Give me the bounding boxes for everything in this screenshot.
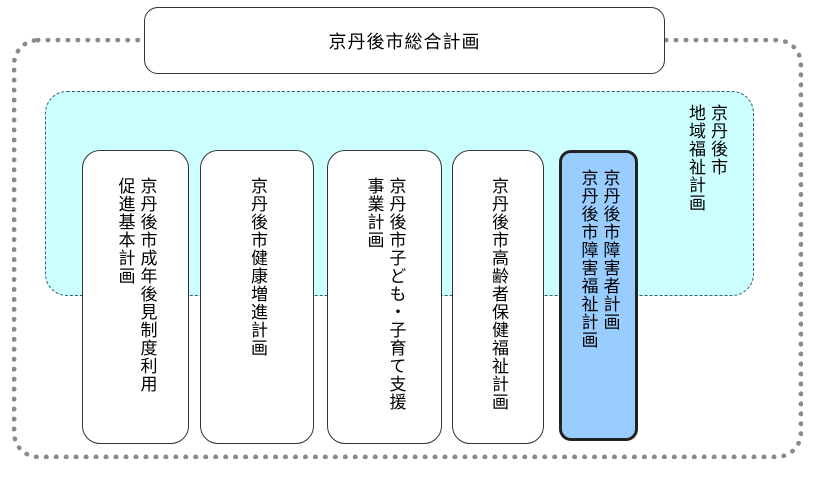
plan-label-elderly-welfare: 京丹後市高齢者保健福祉計画: [488, 177, 508, 411]
regional-welfare-plan-title: 京丹後市 地域福祉計画: [684, 104, 734, 274]
plan-label-health-promotion: 京丹後市健康増進計画: [247, 177, 267, 357]
plan-box-disability: 京丹後市障害者計画 京丹後市障害福祉計画: [559, 150, 638, 441]
plan-label-disability: 京丹後市障害者計画 京丹後市障害福祉計画: [577, 169, 620, 349]
comprehensive-plan-label: 京丹後市総合計画: [328, 31, 481, 53]
plan-box-health-promotion: 京丹後市健康増進計画: [200, 150, 314, 444]
plan-box-child-support: 京丹後市子ども・子育て支援 事業計画: [327, 150, 442, 444]
comprehensive-plan-box: 京丹後市総合計画: [144, 7, 665, 74]
plan-box-elderly-welfare: 京丹後市高齢者保健福祉計画: [452, 150, 544, 444]
regional-welfare-plan-label: 京丹後市 地域福祉計画: [685, 104, 727, 212]
plan-label-guardianship: 京丹後市成年後見制度利用 促進基本計画: [114, 177, 157, 393]
plan-box-guardianship: 京丹後市成年後見制度利用 促進基本計画: [82, 150, 189, 444]
plan-label-child-support: 京丹後市子ども・子育て支援 事業計画: [363, 177, 406, 411]
